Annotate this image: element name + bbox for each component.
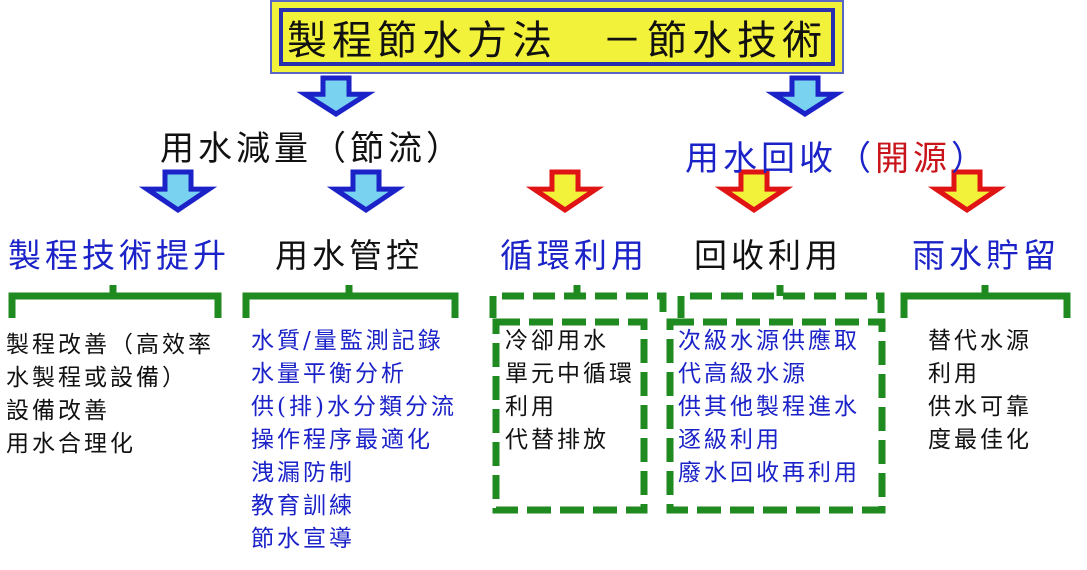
- list-item: 利用: [928, 361, 980, 387]
- branch-heading-part: 用水回收（: [685, 139, 875, 179]
- category-heading-rainwater: 雨水貯留: [912, 236, 1060, 275]
- list-item: 利用: [505, 394, 557, 420]
- branch-heading-part: ）: [951, 139, 989, 179]
- list-item: 水製程或設備）: [6, 365, 188, 391]
- list-item: 廢水回收再利用: [678, 460, 860, 486]
- list-item: 逐級利用: [678, 427, 782, 453]
- arrow-down-icon: [765, 75, 845, 117]
- list-item: 水量平衡分析: [251, 361, 407, 387]
- branch-heading-part: 用水減量（節流）: [160, 129, 464, 169]
- branch-heading-part: 開源: [875, 139, 951, 179]
- list-item: 供其他製程進水: [678, 394, 860, 420]
- category-heading-recovery: 回收利用: [694, 236, 842, 275]
- list-item: 設備改善: [6, 398, 110, 424]
- list-item: 製程改善（高效率: [6, 332, 214, 358]
- category-list-water-control: 水質/量監測記錄 水量平衡分析 供(排)水分類分流 操作程序最適化 洩漏防制 教…: [251, 325, 457, 556]
- dashed-box: [492, 318, 648, 514]
- dashed-box: [666, 318, 886, 514]
- title-box: 製程節水方法 －節水技術: [270, 0, 844, 74]
- bracket: [900, 285, 1071, 318]
- category-list-recovery: 次級水源供應取 代高級水源 供其他製程進水 逐級利用 廢水回收再利用: [678, 325, 860, 490]
- bracket: [8, 285, 222, 318]
- category-list-recycling: 冷卻用水 單元中循環 利用 代替排放: [505, 325, 635, 457]
- category-list-rainwater: 替代水源 利用 供水可靠 度最佳化: [928, 325, 1032, 457]
- list-item: 單元中循環: [505, 361, 635, 387]
- arrow-down-icon: [138, 169, 218, 214]
- bracket: [489, 285, 667, 318]
- list-item: 水質/量監測記錄: [251, 328, 444, 354]
- list-item: 操作程序最適化: [251, 427, 433, 453]
- list-item: 洩漏防制: [251, 460, 355, 486]
- category-heading-recycling: 循環利用: [500, 236, 648, 275]
- arrow-down-icon: [714, 169, 794, 214]
- list-item: 供水可靠: [928, 394, 1032, 420]
- list-item: 節水宣導: [251, 526, 355, 552]
- list-item: 代高級水源: [678, 361, 808, 387]
- list-item: 冷卻用水: [505, 328, 609, 354]
- page-title: 製程節水方法 －節水技術: [279, 8, 835, 66]
- arrow-down-icon: [525, 169, 605, 214]
- bracket: [677, 285, 885, 318]
- list-item: 教育訓練: [251, 493, 355, 519]
- list-item: 替代水源: [928, 328, 1032, 354]
- bracket: [242, 285, 459, 318]
- category-heading-water-control: 用水管控: [275, 236, 423, 275]
- list-item: 次級水源供應取: [678, 328, 860, 354]
- list-item: 用水合理化: [6, 431, 136, 457]
- arrow-down-icon: [326, 169, 406, 214]
- arrow-down-icon: [296, 75, 376, 117]
- list-item: 供(排)水分類分流: [251, 394, 457, 420]
- branch-heading-recover: 用水回收（開源）: [685, 131, 989, 180]
- branch-heading-reduce: 用水減量（節流）: [160, 121, 464, 170]
- list-item: 度最佳化: [928, 427, 1032, 453]
- list-item: 代替排放: [505, 427, 609, 453]
- category-heading-process-tech: 製程技術提升: [8, 236, 230, 275]
- category-list-process-tech: 製程改善（高效率 水製程或設備） 設備改善 用水合理化: [6, 329, 214, 461]
- arrow-down-icon: [927, 169, 1007, 214]
